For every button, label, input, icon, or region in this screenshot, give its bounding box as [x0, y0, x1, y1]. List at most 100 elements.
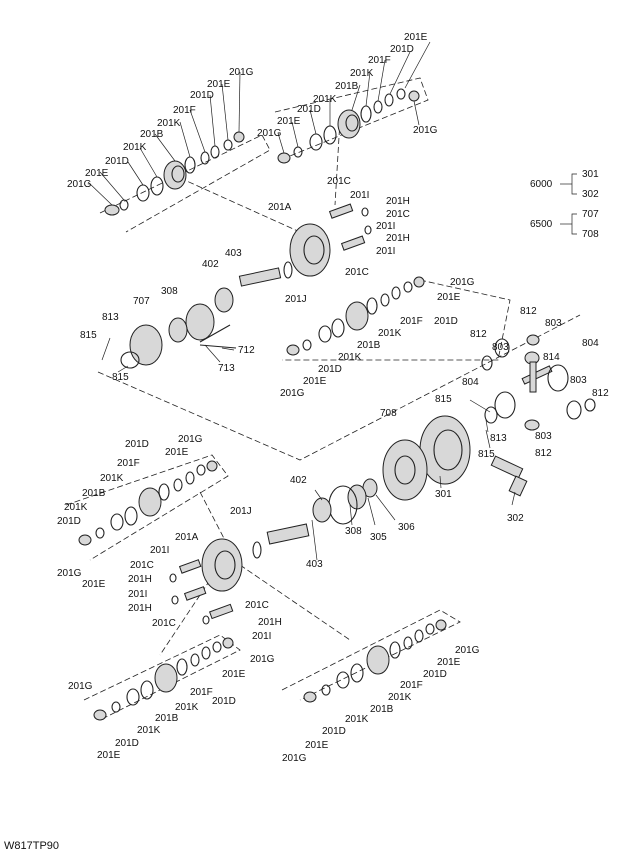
callout-201E-l: 201E — [305, 740, 329, 751]
callout-201D-h: 201D — [57, 516, 81, 527]
callout-201E-k: 201E — [437, 657, 461, 668]
callout-803-d: 803 — [535, 431, 552, 442]
callout-813-b: 813 — [490, 433, 507, 444]
callout-201B-d: 201B — [82, 488, 106, 499]
callout-803-c: 803 — [570, 375, 587, 386]
callout-201C-c: 201C — [345, 267, 369, 278]
callout-812-c: 812 — [592, 388, 609, 399]
callout-201C-b: 201C — [386, 209, 410, 220]
callout-201D-f: 201D — [318, 364, 342, 375]
callout-201D-k: 201D — [423, 669, 447, 680]
callout-803-a: 803 — [545, 318, 562, 329]
callout-201A-b: 201A — [175, 532, 199, 543]
callout-201E-d: 201E — [277, 116, 301, 127]
bottom-right-bearing-stack — [303, 619, 447, 703]
callout-201I-f: 201I — [252, 631, 271, 642]
callout-815-d: 815 — [478, 449, 495, 460]
callout-713: 713 — [218, 363, 235, 374]
callout-402-a: 402 — [202, 259, 219, 270]
callout-305: 305 — [370, 532, 387, 543]
callout-201D-a: 201D — [105, 156, 129, 167]
callout-201K-e: 201K — [378, 328, 402, 339]
callout-201G-e: 201G — [450, 277, 475, 288]
callout-403-b: 403 — [306, 559, 323, 570]
callout-814: 814 — [543, 352, 560, 363]
callout-201E-c: 201E — [404, 32, 428, 43]
callout-712: 712 — [238, 345, 255, 356]
callout-201F-a: 201F — [173, 105, 196, 116]
callout-815-b: 815 — [112, 372, 129, 383]
callout-201G-g: 201G — [178, 434, 203, 445]
callout-201K-b: 201K — [157, 118, 181, 129]
callout-201G-c: 201G — [257, 128, 282, 139]
callout-201F-c: 201F — [400, 316, 423, 327]
callout-201E-f: 201E — [303, 376, 327, 387]
callout-201C-f: 201C — [245, 600, 269, 611]
callout-201E-a: 201E — [85, 168, 109, 179]
callout-804-b: 804 — [462, 377, 479, 388]
differential-assembly — [481, 334, 596, 431]
callout-201K-j: 201K — [137, 725, 161, 736]
callout-201C-a: 201C — [327, 176, 351, 187]
callout-812-b: 812 — [470, 329, 487, 340]
callout-201G-b: 201G — [229, 67, 254, 78]
callout-201B-e: 201B — [155, 713, 179, 724]
callout-308-a: 308 — [161, 286, 178, 297]
callout-815-a: 815 — [80, 330, 97, 341]
callout-201E-e: 201E — [437, 292, 461, 303]
callout-201B-b: 201B — [335, 81, 359, 92]
lower-left-bearing-stack — [78, 460, 218, 546]
group-parent-6500: 6500 — [530, 219, 553, 230]
callout-201E-h: 201E — [82, 579, 106, 590]
callout-201K-g: 201K — [100, 473, 124, 484]
callout-201H-c: 201H — [128, 574, 152, 585]
callout-201G-d: 201G — [413, 125, 438, 136]
callout-201F-e: 201F — [190, 687, 213, 698]
callout-201K-i: 201K — [175, 702, 199, 713]
callout-201G-i: 201G — [250, 654, 275, 665]
callout-201B-a: 201B — [140, 129, 164, 140]
callout-707: 707 — [133, 296, 150, 307]
callout-201H-b: 201H — [386, 233, 410, 244]
group-member-301: 301 — [582, 169, 599, 180]
callout-201E-j: 201E — [97, 750, 121, 761]
callout-201D-g: 201D — [125, 439, 149, 450]
callout-201J-a: 201J — [285, 294, 307, 305]
lower-planet-carrier — [169, 497, 332, 625]
leader-lines — [87, 41, 516, 561]
callout-201D-l: 201D — [322, 726, 346, 737]
callout-201G-f: 201G — [280, 388, 305, 399]
group-boundaries — [65, 77, 581, 721]
group-member-302: 302 — [582, 189, 599, 200]
callout-201E-i: 201E — [222, 669, 246, 680]
drawing-code: W817TP90 — [4, 840, 59, 852]
mid-right-bearing-stack — [286, 276, 425, 356]
callout-201K-a: 201K — [123, 142, 147, 153]
callout-201B-f: 201B — [370, 704, 394, 715]
callout-813-a: 813 — [102, 312, 119, 323]
callout-201J-b: 201J — [230, 506, 252, 517]
callout-804-a: 804 — [582, 338, 599, 349]
callout-201F-f: 201F — [400, 680, 423, 691]
callout-201K-l: 201K — [345, 714, 369, 725]
callout-201B-c: 201B — [357, 340, 381, 351]
callout-201G-h: 201G — [57, 568, 82, 579]
callout-201D-i: 201D — [212, 696, 236, 707]
callout-301: 301 — [435, 489, 452, 500]
callout-201D-d: 201D — [297, 104, 321, 115]
callout-201E-g: 201E — [165, 447, 189, 458]
bottom-left-bearing-stack — [93, 637, 234, 721]
callout-815-c: 815 — [435, 394, 452, 405]
callout-201C-e: 201C — [152, 618, 176, 629]
callout-201I-e: 201I — [128, 589, 147, 600]
callout-201I-b: 201I — [376, 221, 395, 232]
upper-planet-carrier — [120, 203, 372, 369]
callout-201D-j: 201D — [115, 738, 139, 749]
callout-201G-k: 201G — [455, 645, 480, 656]
group-member-707: 707 — [582, 209, 599, 220]
callout-201K-c: 201K — [350, 68, 374, 79]
callout-labels: 201G 201E 201D 201K 201B 201K 201F 201D … — [4, 32, 609, 852]
callout-812-a: 812 — [520, 306, 537, 317]
callout-306: 306 — [398, 522, 415, 533]
